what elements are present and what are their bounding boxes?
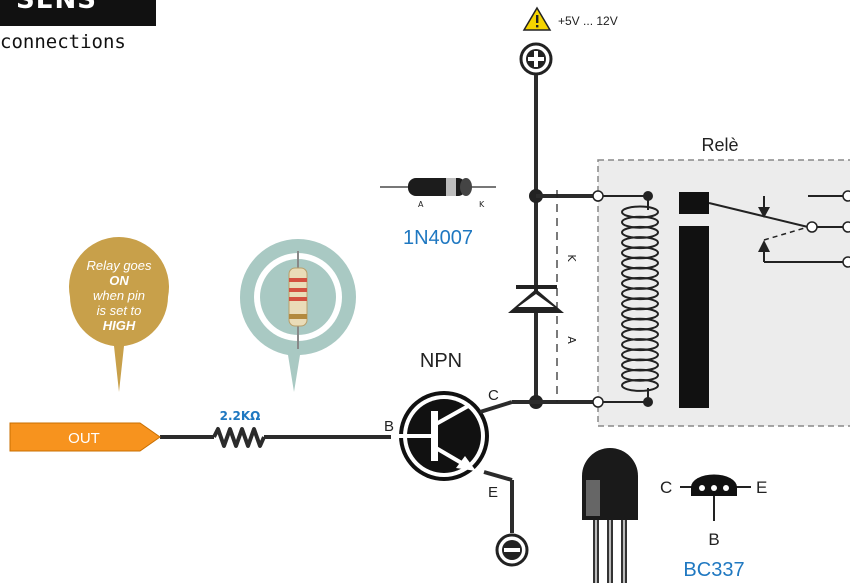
plus-terminal-icon (519, 42, 553, 76)
relay-switch (708, 190, 850, 268)
pin-b-label: B (384, 418, 394, 435)
package-part-label: BC337 (683, 559, 744, 581)
out-label: OUT (68, 430, 100, 447)
relay-coil-pin-top (592, 190, 604, 202)
relay-coil (621, 205, 659, 392)
coil-junction-bottom (643, 397, 653, 407)
callout-line-4: is set to (96, 303, 142, 318)
bc337-package-icon (582, 448, 638, 583)
warning-icon (522, 6, 552, 31)
minus-terminal-icon (495, 533, 529, 567)
callout-line-3: when pin (92, 288, 146, 303)
callout-line-2: ON (109, 273, 129, 288)
flyback-diode-symbol (508, 285, 564, 313)
relay-box (597, 159, 850, 427)
resistor-value: 2.2KΩ (220, 409, 261, 423)
bc337-pinout-icon (680, 474, 751, 521)
package-pin-c: C (660, 478, 672, 497)
callout-text: Relay goes ON when pin is set to HIGH (71, 258, 167, 333)
diode-pin-a: A (418, 200, 424, 209)
resistor-callout-icon (239, 239, 356, 392)
info-callout (68, 237, 169, 392)
diode-k-label: K (565, 254, 578, 262)
coil-turn (621, 378, 659, 392)
out-pin-tag (9, 422, 161, 452)
package-pin-b: B (708, 530, 719, 549)
header-badge-text: SENS (16, 0, 97, 15)
pin-c-label: C (488, 387, 499, 404)
callout-line-5: HIGH (102, 318, 136, 333)
header-badge: SENS (0, 0, 156, 26)
callout-line-1: Relay goes (86, 258, 152, 273)
diode-part-label: 1N4007 (403, 227, 473, 249)
diode-a-label: A (565, 336, 578, 344)
resistor-symbol (212, 427, 266, 448)
header-subtitle: connections (0, 31, 126, 53)
coil-junction-top (643, 191, 653, 201)
npn-transistor-symbol (391, 391, 489, 481)
supply-voltage-label: +5V ... 12V (558, 14, 618, 28)
relay-core (679, 226, 709, 408)
diode-pin-k: K (479, 200, 485, 209)
collector-lead (479, 400, 513, 414)
package-pin-e: E (756, 478, 767, 497)
relay-armature (679, 192, 709, 214)
relay-title: Relè (701, 135, 738, 155)
relay-coil-pin-bottom (592, 396, 604, 408)
emitter-lead (483, 470, 513, 482)
diode-component-icon (380, 178, 496, 196)
npn-label: NPN (420, 350, 462, 372)
pin-e-label: E (488, 484, 498, 501)
